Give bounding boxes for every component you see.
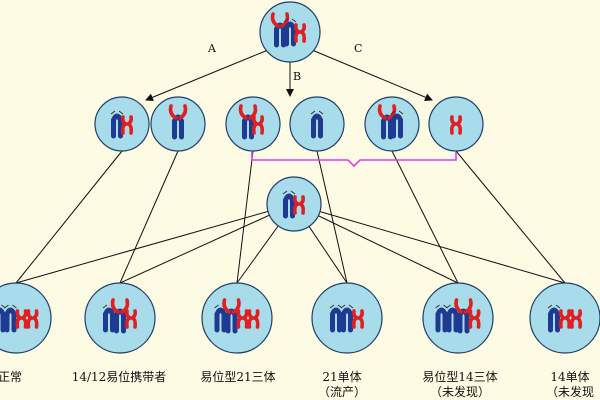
cell-circle-icon: [259, 1, 321, 63]
offspring-label-carrier: 14/12易位携带者: [64, 370, 174, 385]
translocation-chromosome-icon: [110, 298, 130, 334]
translocation-chromosome-icon: [222, 298, 241, 334]
cell-circle-icon: [84, 282, 156, 354]
cell-circle-icon: [150, 96, 206, 152]
chromosome-14-icon: [547, 304, 561, 333]
offspring-label-line1: 易位型14三体: [422, 370, 498, 384]
parent-cell: [259, 1, 321, 63]
chromosome-14-icon: [282, 190, 296, 219]
offspring-label-line1: 14单体: [550, 370, 590, 384]
offspring-label-line1: 正常: [0, 370, 22, 384]
cells-layer: [0, 1, 600, 354]
cell-circle-icon: [289, 96, 345, 152]
chromosome-14-icon: [390, 110, 404, 139]
chromosome-21-icon: [293, 195, 305, 215]
offspring-cell-trisomy-14: [422, 282, 494, 354]
gamete-bracket: [251, 152, 457, 168]
offspring-label-line2: （未发现: [545, 385, 594, 399]
gamete-cell-1: [94, 96, 150, 152]
translocation-chromosome-icon: [270, 12, 290, 48]
offspring-cell-carrier: [84, 282, 156, 354]
offspring-label-line2: （未发现）: [429, 385, 490, 399]
path-label-a: A: [208, 42, 216, 55]
translocation-chromosome-icon: [238, 104, 258, 140]
chromosome-21-icon: [450, 115, 462, 135]
gamete-to-offspring-line: [119, 150, 179, 284]
chromosome-21-icon: [468, 309, 481, 329]
offspring-label-trisomy-14: 易位型14三体 （未发现）: [410, 370, 510, 400]
gamete-to-offspring-line: [391, 150, 459, 284]
normal-gamete-to-offspring-line: [15, 203, 295, 284]
gamete-to-offspring-line: [316, 150, 348, 284]
offspring-label-line1: 易位型21三体: [200, 370, 276, 384]
chromosome-14-icon: [110, 110, 124, 139]
chromosome-14-icon: [283, 18, 297, 47]
chromosome-21-icon: [125, 309, 137, 329]
connection-lines: [15, 49, 566, 284]
path-label-b: B: [293, 70, 302, 83]
offspring-cell-monosomy-14: [529, 282, 600, 354]
offspring-label-monosomy-14: 14单体 （未发现: [525, 370, 600, 400]
chromosome-21-icon: [570, 309, 582, 329]
gamete-to-offspring-line: [15, 150, 123, 284]
chromosome-21-icon: [352, 309, 364, 329]
offspring-label-line1: 14/12易位携带者: [71, 370, 167, 384]
translocation-chromosome-icon: [377, 104, 397, 140]
chromosome-21-icon: [236, 309, 249, 329]
gamete-cell-3: [225, 96, 281, 152]
normal-gamete-cell: [266, 176, 322, 232]
arrow-line-a: [145, 49, 269, 102]
chromosome-21-icon: [294, 23, 306, 43]
offspring-label-normal: 正常: [0, 370, 50, 385]
translocation-chromosome-icon: [168, 104, 188, 140]
normal-gamete-to-offspring-line: [293, 203, 566, 284]
chromosome-21-icon: [247, 309, 260, 329]
offspring-cell-normal: [0, 282, 52, 354]
gamete-to-offspring-line: [236, 150, 254, 284]
gamete-cell-4: [289, 96, 345, 152]
cell-circle-icon: [311, 282, 383, 354]
translocation-chromosome-icon: [454, 298, 473, 334]
offspring-label-line1: 21单体: [322, 370, 362, 384]
chromosome-14-icon: [340, 304, 354, 333]
chromosome-21-icon: [252, 115, 264, 135]
chromosome-21-icon: [15, 309, 28, 329]
offspring-cell-monosomy-21: [311, 282, 383, 354]
chromosome-21-icon: [26, 309, 39, 329]
offspring-cell-trisomy-21: [201, 282, 273, 354]
chromosome-14-icon: [4, 304, 17, 333]
path-label-c: C: [354, 42, 363, 55]
gamete-cell-5: [364, 96, 420, 152]
bracket-line: [251, 152, 457, 168]
arrow-line-c: [311, 49, 433, 101]
chromosome-21-icon: [559, 309, 571, 329]
offspring-label-trisomy-21: 易位型21三体: [183, 370, 293, 385]
chromosome-14-icon: [310, 110, 324, 139]
gamete-cell-6: [428, 96, 484, 152]
chromosome-21-icon: [121, 115, 133, 135]
normal-gamete-to-offspring-line: [119, 203, 295, 284]
offspring-label-monosomy-21: 21单体 （流产）: [300, 370, 384, 400]
gamete-cell-2: [150, 96, 206, 152]
gamete-to-offspring-line: [455, 150, 566, 284]
normal-gamete-to-offspring-line: [293, 203, 459, 284]
offspring-label-line2: （流产）: [317, 385, 366, 399]
